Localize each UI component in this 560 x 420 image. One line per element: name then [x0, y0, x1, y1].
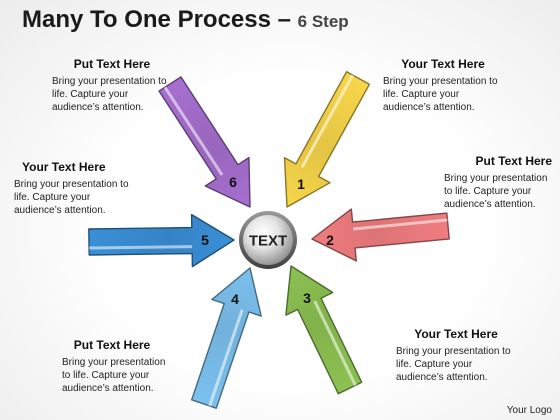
center-hub: TEXT — [239, 211, 297, 269]
arrow-2-number: 2 — [326, 232, 334, 248]
arrow-1-number: 1 — [297, 176, 305, 192]
arrow-3-highlight — [313, 300, 357, 387]
text-box-heading: Your Text Here — [22, 160, 106, 174]
text-box-body: Bring your presentation to life. Capture… — [52, 76, 167, 113]
text-box-body: Bring your presentation to life. Capture… — [444, 173, 548, 210]
text-box-heading: Put Text Here — [73, 338, 151, 352]
arrow-2-highlight — [353, 218, 448, 231]
text-box-top-right: Your Text Here Bring your presentation t… — [383, 57, 503, 114]
arrow-3-number: 3 — [303, 290, 311, 306]
center-sphere — [243, 215, 293, 265]
arrow-6-highlight — [163, 86, 224, 176]
arrow-6-number: 6 — [229, 174, 237, 190]
text-box-top-left: Put Text Here Bring your presentation to… — [52, 57, 172, 114]
arrow-1-shape — [283, 70, 371, 208]
text-box-heading: Put Text Here — [73, 57, 151, 71]
text-box-heading: Put Text Here — [475, 154, 552, 168]
text-box-bottom-left: Put Text Here Bring your presentation to… — [52, 338, 172, 395]
arrow-6: 6 — [158, 76, 251, 208]
text-box-body: Bring your presentation to life. Capture… — [14, 179, 129, 216]
arrow-2: 2 — [311, 208, 450, 262]
text-box-body: Bring your presentation to life. Capture… — [62, 357, 166, 394]
footer-logo: Your Logo — [506, 405, 552, 416]
arrow-5-highlight — [89, 245, 193, 250]
arrow-4-number: 4 — [231, 291, 239, 307]
page-title: Many To One Process – 6 Step — [22, 6, 349, 34]
arrow-1-highlight — [300, 74, 355, 169]
arrow-5-shape — [88, 213, 235, 268]
text-box-heading: Your Text Here — [401, 57, 485, 71]
arrow-6-shape — [158, 76, 251, 208]
text-box-body: Bring your presentation to life. Capture… — [396, 346, 511, 383]
text-box-bottom-right: Your Text Here Bring your presentation t… — [396, 327, 516, 384]
title-main: Many To One Process – — [22, 6, 298, 33]
arrow-3: 3 — [285, 265, 363, 395]
center-label: TEXT — [249, 233, 287, 250]
arrow-4: 4 — [190, 267, 262, 409]
arrow-1: 1 — [283, 70, 371, 208]
arrow-4-highlight — [208, 309, 244, 407]
text-box-mid-left: Your Text Here Bring your presentation t… — [14, 160, 134, 217]
text-box-body: Bring your presentation to life. Capture… — [383, 76, 498, 113]
arrow-5: 5 — [88, 213, 235, 268]
arrow-4-shape — [190, 267, 262, 409]
text-box-mid-right: Put Text Here Bring your presentation to… — [432, 154, 552, 211]
text-box-heading: Your Text Here — [414, 327, 498, 341]
arrow-5-number: 5 — [201, 232, 209, 248]
title-step: 6 Step — [297, 12, 349, 31]
